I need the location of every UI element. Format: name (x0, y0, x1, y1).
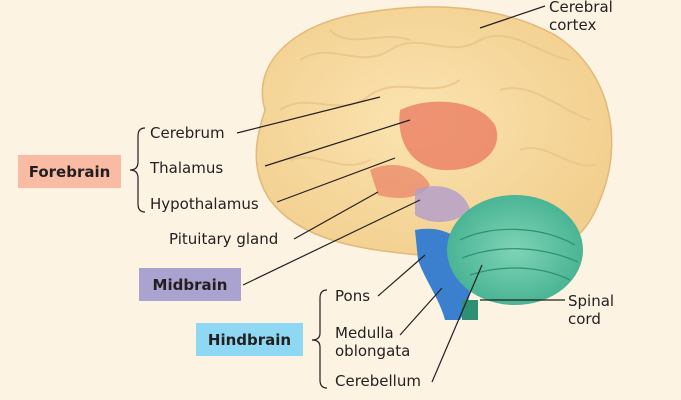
cerebellum-folia (459, 228, 579, 281)
cerebellum-shape (447, 195, 583, 305)
forebrain-brace (129, 127, 146, 213)
cerebral-cortex-line1: Cerebral (549, 0, 613, 16)
spinal-line2: cord (568, 310, 601, 328)
hypothalamus-shape (370, 165, 430, 198)
cerebellum-label: Cerebellum (335, 372, 421, 390)
hindbrain-box: Hindbrain (196, 323, 303, 356)
leader-lines (236, 5, 565, 383)
midbrain-shape (415, 186, 470, 222)
medulla-line1: Medulla (335, 324, 394, 342)
spinal-line1: Spinal (568, 292, 615, 310)
hypothalamus-label: Hypothalamus (150, 195, 259, 213)
medulla-line2: oblongata (335, 342, 411, 360)
pituitary-label: Pituitary gland (169, 230, 279, 248)
thalamus-shape (399, 101, 498, 171)
pons-label: Pons (335, 287, 371, 305)
midbrain-box: Midbrain (139, 268, 241, 301)
forebrain-box: Forebrain (18, 155, 121, 188)
gyri-pattern (279, 29, 596, 167)
hindbrain-brace (311, 289, 328, 389)
cerebral-cortex-line2: cortex (549, 16, 597, 34)
cerebrum-label: Cerebrum (150, 124, 225, 142)
thalamus-label: Thalamus (150, 159, 224, 177)
spinal-cord-shape (462, 300, 478, 320)
